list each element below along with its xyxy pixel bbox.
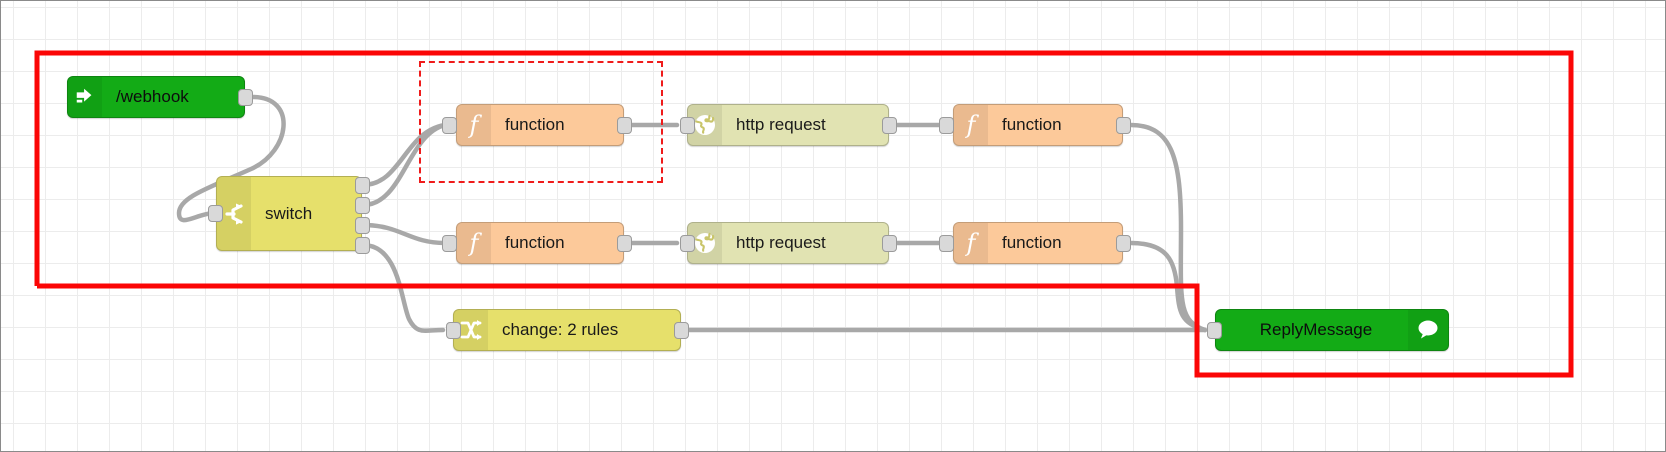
node-switch-label: switch: [265, 203, 313, 223]
port-change-in0[interactable]: [446, 322, 461, 339]
arrow-right-icon: [68, 77, 102, 117]
node-function-3[interactable]: f function: [456, 222, 624, 264]
wire-function2-to-reply: [1128, 122, 1208, 333]
port-function-2-out0[interactable]: [1116, 117, 1131, 134]
node-http-request-1[interactable]: http request: [687, 104, 889, 146]
port-function-4-out0[interactable]: [1116, 235, 1131, 252]
port-function-4-in0[interactable]: [939, 235, 954, 252]
port-http-request-2-out0[interactable]: [882, 235, 897, 252]
port-switch-out0[interactable]: [355, 177, 370, 194]
node-function-2[interactable]: f function: [953, 104, 1123, 146]
node-reply-message[interactable]: ReplyMessage: [1215, 309, 1449, 351]
port-webhook-out0[interactable]: [238, 89, 253, 106]
node-function-2-label: function: [1002, 115, 1062, 134]
node-http-request-2-label: http request: [736, 233, 826, 252]
port-change-out0[interactable]: [674, 322, 689, 339]
node-function-1-label: function: [505, 115, 565, 134]
wire-switch-out3-to-change: [360, 242, 446, 333]
node-change[interactable]: change: 2 rules: [453, 309, 681, 351]
svg-text:f: f: [965, 230, 980, 256]
function-f-icon: f: [954, 223, 988, 263]
svg-text:f: f: [468, 230, 483, 256]
port-switch-out2[interactable]: [355, 217, 370, 234]
node-function-3-label: function: [505, 233, 565, 252]
svg-text:f: f: [965, 112, 980, 138]
speech-bubble-icon: [1408, 310, 1448, 350]
function-f-icon: f: [457, 105, 491, 145]
port-switch-out1[interactable]: [355, 197, 370, 214]
port-function-3-in0[interactable]: [442, 235, 457, 252]
port-function-1-in0[interactable]: [442, 117, 457, 134]
port-function-2-in0[interactable]: [939, 117, 954, 134]
node-http-request-1-label: http request: [736, 115, 826, 134]
port-http-request-1-out0[interactable]: [882, 117, 897, 134]
node-function-4[interactable]: f function: [953, 222, 1123, 264]
node-switch[interactable]: switch: [216, 176, 362, 251]
port-http-request-1-in0[interactable]: [680, 117, 695, 134]
node-function-4-label: function: [1002, 233, 1062, 252]
node-change-label: change: 2 rules: [502, 320, 619, 339]
port-function-3-out0[interactable]: [617, 235, 632, 252]
port-http-request-2-in0[interactable]: [680, 235, 695, 252]
node-webhook[interactable]: /webhook: [67, 76, 245, 118]
port-switch-in0[interactable]: [208, 205, 223, 222]
node-function-1[interactable]: f function: [456, 104, 624, 146]
node-http-request-2[interactable]: http request: [687, 222, 889, 264]
port-switch-out3[interactable]: [355, 237, 370, 254]
wire-switch-out1-to-function1: [360, 122, 448, 208]
function-f-icon: f: [954, 105, 988, 145]
node-reply-message-label: ReplyMessage: [1259, 320, 1373, 339]
wire-switch-out0-to-function1: [360, 122, 448, 188]
port-reply-message-in0[interactable]: [1207, 322, 1222, 339]
port-function-1-out0[interactable]: [617, 117, 632, 134]
svg-text:f: f: [468, 112, 483, 138]
wire-function4-to-reply: [1128, 240, 1208, 333]
wire-switch-out2-to-function3: [360, 222, 448, 246]
node-webhook-label: /webhook: [116, 87, 189, 106]
function-f-icon: f: [457, 223, 491, 263]
